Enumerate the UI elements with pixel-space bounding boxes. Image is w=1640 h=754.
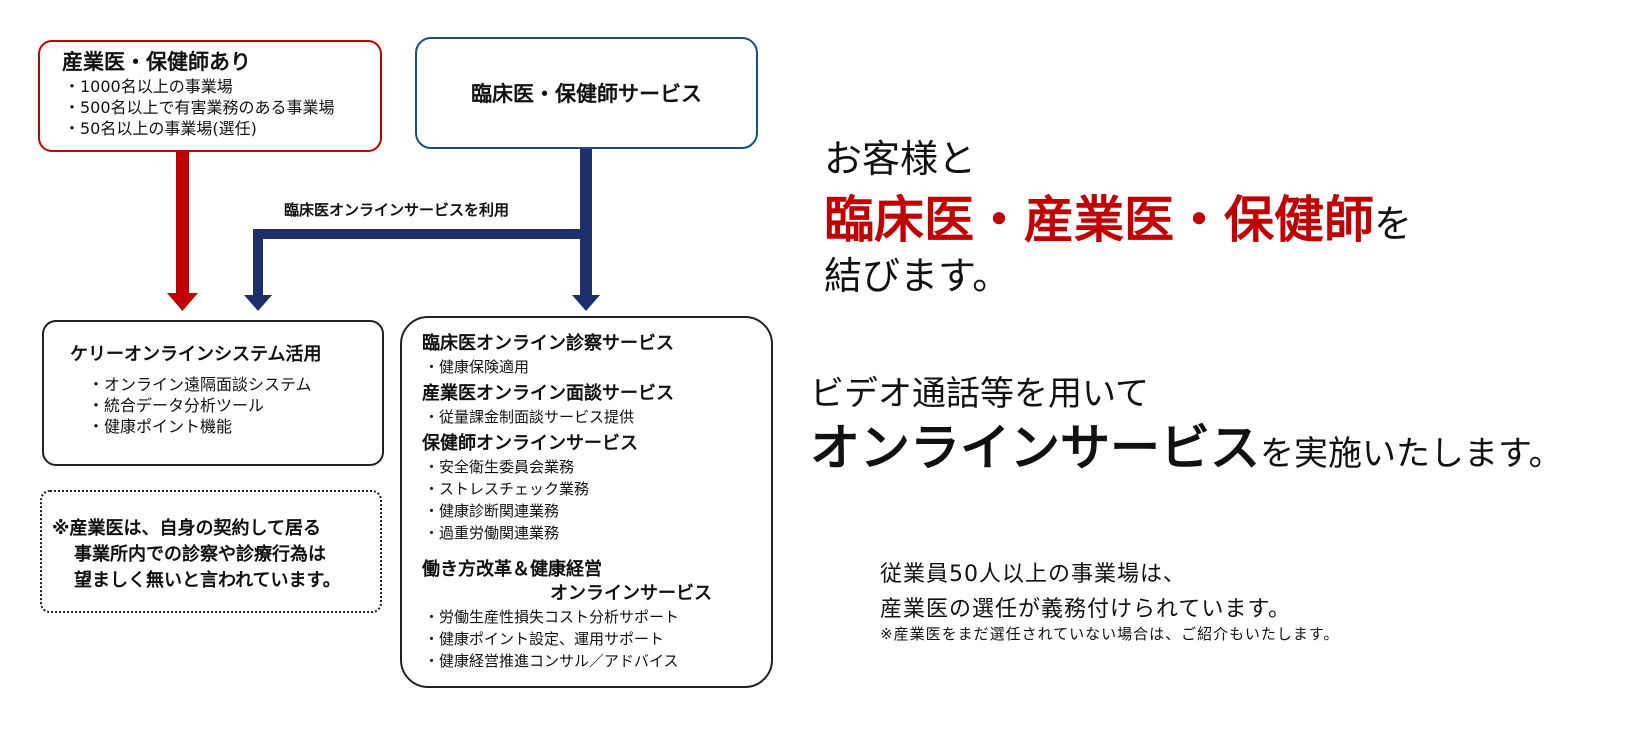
service-section-title: 産業医オンライン面談サービス (422, 383, 674, 404)
service-item: ・ストレスチェック業務 (424, 480, 590, 498)
service-section-title: 臨床医オンライン診察サービス (422, 333, 674, 354)
tagline-highlight: 臨床医・産業医・保健師 (824, 191, 1374, 249)
notice-line-1: 従業員50人以上の事業場は、 (880, 562, 1186, 587)
note-box: ※産業医は、自身の契約して居る 事業所内での診察や診療行為は 望ましく無いと言わ… (40, 490, 382, 613)
navy-arrow-head (572, 295, 600, 311)
service-section-title: オンラインサービス (550, 583, 712, 604)
box-a-item: ・1000名以上の事業場 (64, 77, 233, 96)
box-a-item: ・50名以上の事業場(選任) (64, 119, 257, 138)
note-line: 事業所内での診察や診療行為は (74, 544, 326, 565)
box-c-item: ・統合データ分析ツール (88, 396, 265, 415)
service-section-title: 働き方改革＆健康経営 (422, 559, 602, 580)
service-item: ・健康保険適用 (424, 358, 530, 376)
box-b-title: 臨床医・保健師サービス (471, 82, 702, 106)
note-line: 望ましく無いと言われています。 (74, 570, 341, 591)
service-item: ・従量課金制面談サービス提供 (424, 408, 635, 426)
navy-arrow-shaft (580, 149, 592, 297)
online-line-1: ビデオ通話等を用いて (810, 374, 1149, 414)
online-bold: オンラインサービス (810, 419, 1260, 477)
connector-label: 臨床医オンラインサービスを利用 (284, 201, 510, 219)
navy-branch-horizontal (253, 229, 592, 239)
service-item: ・健康診断関連業務 (424, 502, 560, 520)
online-line-2: オンラインサービスを実施いたします。 (810, 408, 1563, 480)
tagline-line-2: 臨床医・産業医・保健師を (824, 180, 1412, 252)
box-c-title: ケリーオンラインシステム活用 (70, 344, 322, 365)
service-item: ・労働生産性損失コスト分析サポート (424, 608, 680, 626)
box-c-item: ・オンライン遠隔面談システム (88, 375, 312, 394)
tagline-tail: を (1374, 202, 1413, 246)
services-box: 臨床医オンライン診察サービス ・健康保険適用 産業医オンライン面談サービス ・従… (400, 316, 773, 688)
tagline-line-1: お客様と (824, 137, 977, 181)
red-arrow-head (167, 293, 198, 311)
navy-branch-head (244, 295, 272, 311)
note-line: ※産業医は、自身の契約して居る (52, 518, 321, 539)
red-arrow-shaft (176, 152, 189, 295)
clinical-service-box: 臨床医・保健師サービス (415, 37, 758, 149)
service-item: ・健康ポイント設定、運用サポート (424, 630, 665, 648)
tagline-line-3: 結びます。 (824, 254, 1011, 298)
box-c-item: ・健康ポイント機能 (88, 417, 233, 436)
service-item: ・過重労働関連業務 (424, 524, 560, 542)
box-a-item: ・500名以上で有害業務のある事業場 (64, 98, 335, 117)
notice-line-2: 産業医の選任が義務付けられています。 (880, 597, 1292, 622)
service-item: ・安全衛生委員会業務 (424, 458, 575, 476)
box-a-title: 産業医・保健師あり (62, 50, 251, 74)
occupational-physician-box: 産業医・保健師あり ・1000名以上の事業場 ・500名以上で有害業務のある事業… (38, 40, 382, 152)
service-section-title: 保健師オンラインサービス (422, 433, 638, 454)
notice-footnote: ※産業医をまだ選任されていない場合は、ご紹介もいたします。 (880, 625, 1340, 643)
online-tail: を実施いたします。 (1260, 434, 1563, 474)
online-system-box: ケリーオンラインシステム活用 ・オンライン遠隔面談システム ・統合データ分析ツー… (42, 320, 384, 466)
navy-branch-shaft (253, 229, 263, 295)
service-item: ・健康経営推進コンサル／アドバイス (424, 652, 679, 670)
